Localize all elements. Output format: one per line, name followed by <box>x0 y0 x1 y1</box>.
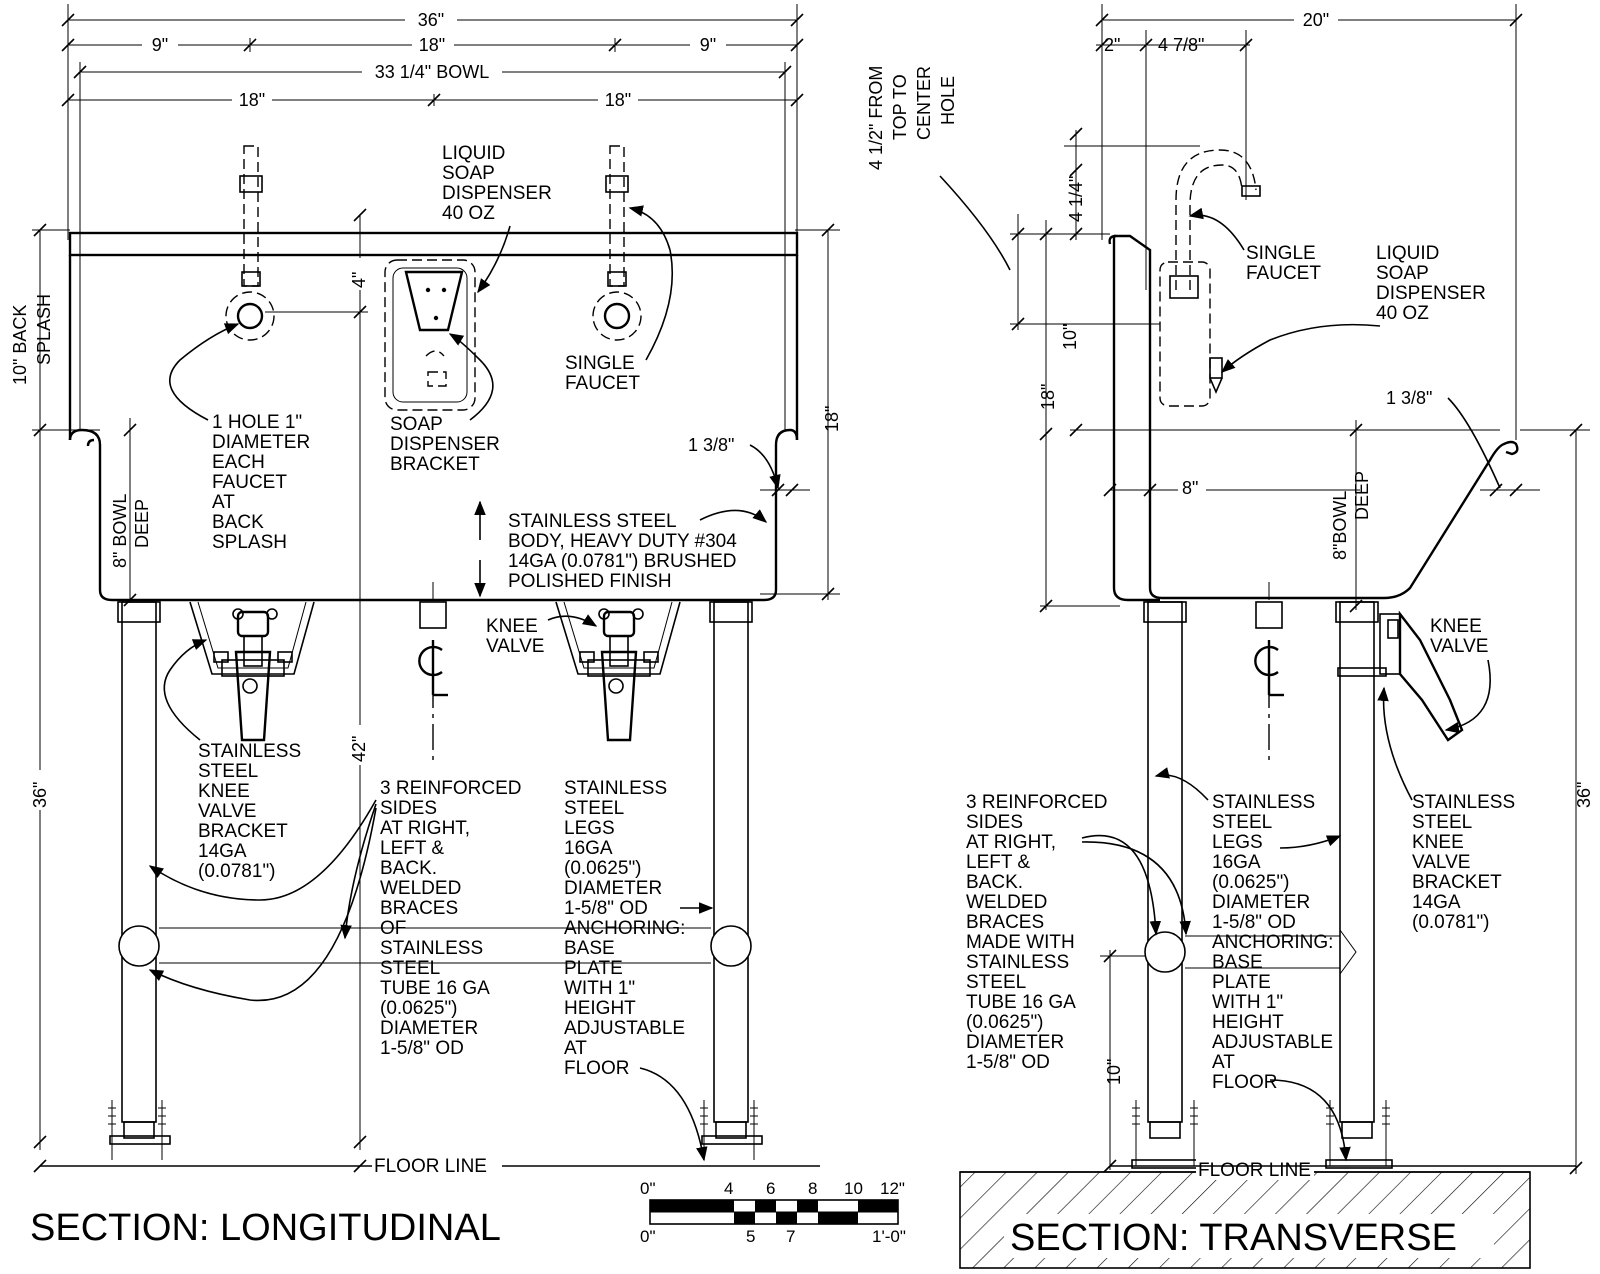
label-hole-diameter: 1 HOLE 1" DIAMETER EACH FAUCET AT BACK S… <box>212 412 315 553</box>
label-liquid-soap-dispenser: LIQUID SOAP DISPENSER 40 OZ <box>442 143 557 224</box>
longitudinal-faucet-right <box>592 145 642 341</box>
longitudinal-top-dimensions: 36" 9" 18" 9" 33 1/4" BOWL <box>61 4 804 430</box>
longitudinal-left-dimensions: 10" BACK SPLASH 36" 8" BOWL DEEP <box>10 223 152 1150</box>
transverse-sink-body <box>1108 234 1519 602</box>
dim-top-to-hole-line2: TOP TO <box>890 74 910 140</box>
scale-top-8: 8 <box>808 1179 817 1198</box>
transverse-label-stainless-legs: STAINLESS STEEL LEGS 16GA (0.0625") DIAM… <box>1212 792 1339 1093</box>
longitudinal-soap-dispenser <box>384 259 476 411</box>
transverse-label-knee-valve: KNEE VALVE <box>1430 616 1488 657</box>
transverse-brace <box>1185 929 1357 975</box>
longitudinal-leg-right <box>700 601 763 1160</box>
longitudinal-sink-body <box>68 231 799 602</box>
transverse-labels: SINGLE FAUCET LIQUID SOAP DISPENSER 40 O… <box>966 207 1520 1162</box>
label-knee-valve-bracket: STAINLESS STEEL KNEE VALVE BRACKET 14GA … <box>198 741 306 882</box>
longitudinal-title: SECTION: LONGITUDINAL <box>30 1207 501 1249</box>
transverse-dim-18: 18" <box>1038 384 1058 410</box>
transverse-label-knee-valve-bracket: STAINLESS STEEL KNEE VALVE BRACKET 14GA … <box>1412 792 1520 933</box>
transverse-dim-2: 2" <box>1104 35 1120 55</box>
longitudinal-floor-line-label: FLOOR LINE <box>374 1156 487 1177</box>
transverse-leg-left <box>1131 601 1199 1169</box>
transverse-bowl-dimensions: 8" 8"BOWL DEEP 1 3/8" <box>1103 388 1540 613</box>
longitudinal-faucet-left <box>225 145 275 341</box>
dim-side-18: 18" <box>822 406 842 432</box>
dim-overall-36: 36" <box>418 10 444 30</box>
dim-middle-18: 18" <box>419 35 445 55</box>
dim-top-to-hole-line1: 4 1/2" FROM <box>866 66 886 170</box>
label-knee-valve: KNEE VALVE <box>486 616 544 657</box>
transverse-leg-right <box>1325 601 1393 1169</box>
label-stainless-body: STAINLESS STEEL BODY, HEAVY DUTY #304 14… <box>508 511 742 592</box>
longitudinal-labels: LIQUID SOAP DISPENSER 40 OZ 1 HOLE 1" DI… <box>148 143 768 1162</box>
transverse-label-reinforced-sides: 3 REINFORCED SIDES AT RIGHT, LEFT & BACK… <box>966 792 1113 1073</box>
transverse-label-single-faucet: SINGLE FAUCET <box>1246 243 1321 284</box>
scale-bottom-1ft: 1'-0" <box>872 1227 906 1246</box>
scale-top-0: 0" <box>640 1179 656 1198</box>
longitudinal-knee-valve-left <box>189 601 315 742</box>
transverse-knee-valve <box>1337 610 1464 742</box>
longitudinal-right-dimensions: 18" 1 3/8" <box>688 223 842 601</box>
dim-height-42: 42" <box>349 736 369 762</box>
transverse-dim-10-low: 10" <box>1104 1059 1124 1085</box>
dim-top-to-hole-line3: CENTER <box>914 66 934 140</box>
dim-bowl-deep-line1: 8" BOWL <box>110 494 130 568</box>
transverse-dim-bowl-deep-line1: 8"BOWL <box>1330 491 1350 560</box>
transverse-dim-overall-20: 20" <box>1303 10 1329 30</box>
dim-bowl-deep-line2: DEEP <box>132 499 152 548</box>
label-single-faucet: SINGLE FAUCET <box>565 353 640 394</box>
longitudinal-floor-line: FLOOR LINE <box>33 1154 820 1177</box>
label-soap-dispenser-bracket: SOAP DISPENSER BRACKET <box>390 414 505 475</box>
transverse-centerline: CL <box>1254 582 1284 760</box>
transverse-floor-line-label: FLOOR LINE <box>1198 1160 1311 1181</box>
transverse-floor-slab: SECTION: TRANSVERSE FLOOR LINE <box>959 1158 1576 1269</box>
longitudinal-centerline: CL <box>418 582 448 760</box>
dim-right-9: 9" <box>700 35 716 55</box>
scale-bottom-7: 7 <box>786 1227 795 1246</box>
label-stainless-legs: STAINLESS STEEL LEGS 16GA (0.0625") DIAM… <box>564 778 691 1079</box>
transverse-dim-10: 10" <box>1060 324 1080 350</box>
dim-top-to-hole-line4: HOLE <box>938 76 958 125</box>
transverse-dim-8: 8" <box>1182 478 1198 498</box>
scale-bar: 0" 4 6 8 10 12" 0" 5 7 1'-0" <box>640 1179 906 1246</box>
transverse-dim-bowl-deep-line2: DEEP <box>1352 471 1372 520</box>
dim-left-9: 9" <box>152 35 168 55</box>
transverse-dim-4-1-4: 4 1/4" <box>1066 176 1086 222</box>
longitudinal-knee-valve-right <box>555 601 681 742</box>
longitudinal-leg-left <box>108 601 171 1160</box>
dim-faucet-down-4: 4" <box>349 272 369 288</box>
transverse-right-dimensions: 36" 10" <box>1100 423 1594 1175</box>
transverse-left-dimensions: 18" 10" 4 1/4" <box>1010 127 1500 613</box>
transverse-faucet <box>1159 149 1261 407</box>
dim-height-36: 36" <box>30 782 50 808</box>
transverse-dim-height-36: 36" <box>1574 782 1594 808</box>
dim-back-splash-line2: SPLASH <box>34 294 54 365</box>
dim-back-splash-line1: 10" BACK <box>10 305 30 385</box>
longitudinal-braces <box>159 927 711 964</box>
label-reinforced-sides: 3 REINFORCED SIDES AT RIGHT, LEFT & BACK… <box>380 778 527 1059</box>
transverse-title: SECTION: TRANSVERSE <box>1010 1217 1457 1259</box>
dim-rim-1-3-8: 1 3/8" <box>688 435 734 455</box>
dim-faucet-right-18: 18" <box>605 90 631 110</box>
scale-bottom-0: 0" <box>640 1227 656 1246</box>
dim-faucet-left-18: 18" <box>239 90 265 110</box>
transverse-label-liquid-soap-dispenser: LIQUID SOAP DISPENSER 40 OZ <box>1376 243 1491 324</box>
scale-top-6: 6 <box>766 1179 775 1198</box>
longitudinal-center-dimensions: 4" 42" <box>265 208 369 1150</box>
scale-top-4: 4 <box>724 1179 733 1198</box>
scale-bottom-5: 5 <box>746 1227 755 1246</box>
transverse-dim-4-7-8: 4 7/8" <box>1158 35 1204 55</box>
transverse-dim-rim: 1 3/8" <box>1386 388 1432 408</box>
backsplash-top-edge <box>68 231 799 257</box>
transverse-top-to-hole-note: 4 1/2" FROM TOP TO CENTER HOLE <box>866 66 1011 271</box>
dim-bowl-33: 33 1/4" BOWL <box>375 62 489 82</box>
longitudinal-section: 36" 9" 18" 9" 33 1/4" BOWL <box>10 4 842 1249</box>
scale-top-10: 10 <box>844 1179 863 1198</box>
scale-top-12: 12" <box>880 1179 905 1198</box>
